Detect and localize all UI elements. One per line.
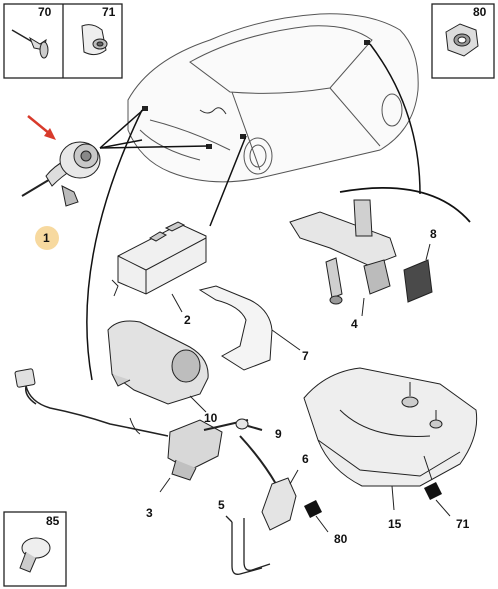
- inset-box-70-71: [3, 3, 123, 79]
- callout-10: 10: [204, 411, 218, 425]
- leader-lines: [86, 43, 421, 381]
- car-mount-markers: [142, 40, 370, 149]
- part-7-bracket: [198, 285, 301, 371]
- car-silhouette: [127, 13, 419, 183]
- inset-label-70: 70: [38, 5, 52, 19]
- callout-2: 2: [184, 313, 191, 327]
- callout-15: 15: [388, 517, 402, 531]
- part-1-headlamp-motor: [21, 141, 101, 207]
- part-9-bolt: [235, 418, 263, 431]
- hex-nut-illustration: [445, 23, 479, 57]
- rivet-part-illustration: [11, 29, 49, 59]
- callout-4: 4: [351, 317, 358, 331]
- callout-8: 8: [430, 227, 437, 241]
- part-5-u-bolt: [225, 515, 271, 575]
- callout-9: 9: [275, 427, 282, 441]
- callout-7: 7: [302, 349, 309, 363]
- part-3-actuator: [129, 417, 249, 493]
- part-10-cover: [107, 320, 209, 413]
- part-4-height-sensor: [289, 199, 397, 317]
- part-80-black-nut: [304, 500, 329, 533]
- swoosh-curve: [339, 187, 471, 223]
- callout-1: 1: [43, 231, 50, 245]
- wiring-harness: [24, 385, 169, 437]
- callout-3: 3: [146, 506, 153, 520]
- red-arrow: [27, 115, 56, 140]
- clip-nut-illustration: [81, 24, 108, 56]
- part-2-control-module: [111, 221, 207, 313]
- inset-label-80: 80: [473, 5, 487, 19]
- part-71-black-clip: [423, 455, 451, 517]
- callout-71: 71: [456, 517, 470, 531]
- push-clip-illustration: [19, 537, 51, 573]
- inset-box-80: [431, 3, 495, 79]
- inset-box-85: [3, 511, 67, 587]
- part-15-tray: [303, 367, 478, 511]
- inset-label-71: 71: [102, 5, 116, 19]
- callout-5: 5: [218, 498, 225, 512]
- callout-1-highlight: [35, 226, 59, 250]
- callout-6: 6: [302, 452, 309, 466]
- part-8-pad: [403, 243, 433, 303]
- part-6-link-arm: [239, 435, 299, 531]
- inset-label-85: 85: [46, 514, 60, 528]
- connector-plug: [14, 368, 36, 388]
- callout-80: 80: [334, 532, 348, 546]
